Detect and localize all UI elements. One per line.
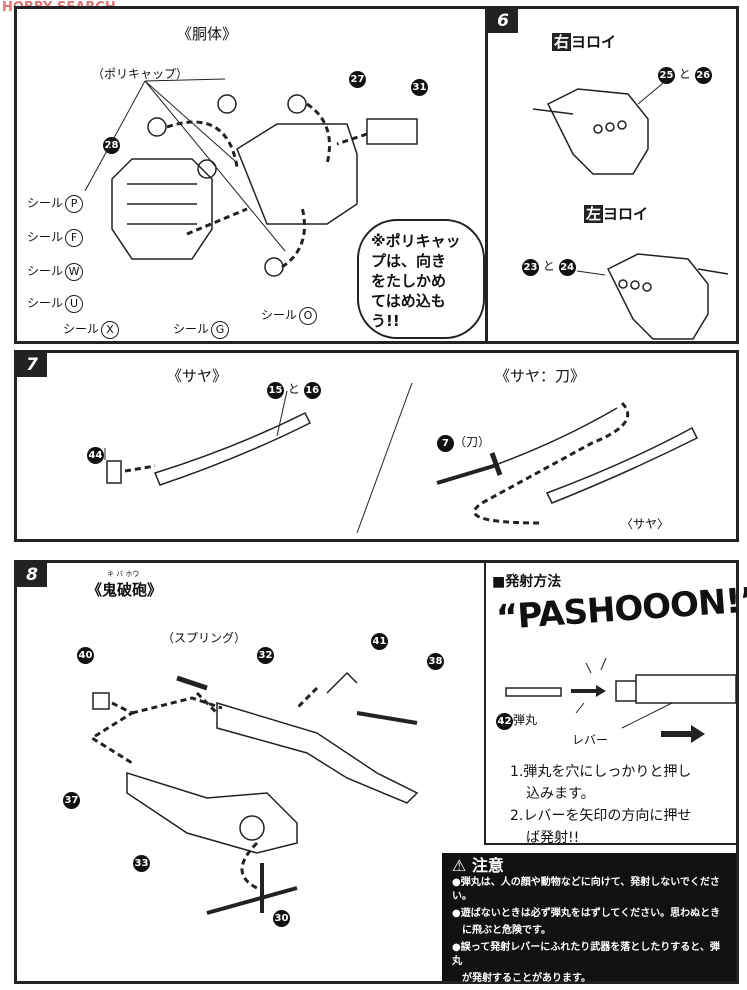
left-armor-parts: 23 と 24 (522, 257, 576, 276)
firing-heading: ■発射方法 (492, 574, 562, 590)
part-31: 31 (411, 75, 428, 96)
note-line: う!! (371, 312, 400, 330)
step-number: 8 (17, 563, 47, 587)
part-number: 27 (349, 71, 366, 88)
scabbard-sword-title: 《サヤ：刀》 (495, 367, 586, 385)
polycap-note-bubble: ※ポリキャッ プは、向き をたしかめ てはめ込も う!! (357, 219, 485, 339)
note-line: プは、向き (371, 252, 447, 270)
scabbard-right (545, 426, 699, 504)
part-32: 32 (257, 643, 274, 664)
caution-title: 注意 (471, 856, 504, 875)
torso-frame-part (236, 123, 358, 225)
left-armor-shape (606, 253, 729, 340)
part-27: 27 (349, 67, 366, 88)
chest-armor-part (111, 158, 213, 260)
step8-panel: 8 キ バ ホウ 《鬼破砲》 （スプリング） 40 32 41 38 37 33… (14, 560, 747, 984)
caution-item: ●弾丸は、人の顔や動物などに向けて、発射しないでください。 (452, 877, 720, 902)
step-number: 6 (488, 9, 518, 33)
step7-panel: 7 《サヤ》 15 と 16 44 《サヤ：刀》 7（刀） 〈サヤ〉 (14, 350, 739, 542)
torso-diagram (84, 78, 418, 277)
ruby-text: キ バ ホウ (107, 570, 140, 578)
part-41-shape (326, 671, 358, 694)
kibahou-diagram (89, 671, 419, 915)
sword-part: 7（刀） (437, 433, 490, 452)
insert-path (473, 401, 630, 525)
lever-label: レバー (572, 733, 609, 747)
firing-step: ば発射!! (526, 830, 580, 846)
part-38-shape (356, 711, 418, 725)
scabbard-label: 〈サヤ〉 (621, 517, 670, 531)
right-armor-title: 右ヨロイ (552, 33, 617, 51)
spring-shape (176, 675, 208, 691)
part-30: 30 (273, 906, 290, 927)
left-armor-title: 左ヨロイ (584, 205, 649, 223)
note-line: てはめ込も (371, 292, 446, 310)
sword-hilt (436, 463, 498, 485)
scabbard-15-16 (153, 411, 312, 486)
part-33: 33 (133, 851, 150, 872)
part-31-shape (366, 118, 418, 145)
right-armor-shape (532, 88, 649, 175)
note-line: をたしかめ (371, 272, 447, 290)
divider-line (356, 382, 413, 534)
armor-diagram (532, 78, 729, 340)
part-33-shape (126, 771, 298, 854)
scabbard-diagram (104, 382, 699, 534)
kibahou-title: 《鬼破砲》 (87, 581, 163, 599)
part-30-shape (206, 863, 298, 915)
polycap-label: （ポリキャップ） (92, 67, 189, 81)
bullet-shape (505, 687, 562, 697)
step6-panel: 6 右ヨロイ 25 と 26 左ヨロイ 23 と 24 (485, 6, 739, 344)
scabbard-cap-44 (106, 460, 122, 484)
firing-step: 込みます。 (526, 786, 595, 802)
scabbard-parts: 15 と 16 (267, 380, 321, 399)
caution-item: ●遊ばないときは必ず弾丸をはずしてください。思わぬとき (452, 908, 721, 919)
part-38: 38 (427, 649, 444, 670)
firing-step: 1.弾丸を穴にしっかりと押し (510, 764, 692, 780)
caution-item: に飛ぶと危険です。 (452, 925, 551, 936)
cannon-shape (615, 674, 737, 704)
sword-blade (486, 407, 618, 469)
firing-diagram (505, 657, 737, 743)
part-40: 40 (77, 643, 94, 664)
caution-box: ⚠ 注意 ●弾丸は、人の顔や動物などに向けて、発射しないでください。 ●遊ばない… (442, 853, 736, 984)
spring-label: （スプリング） (162, 631, 247, 645)
part-37: 37 (63, 788, 80, 809)
part-40-shape (92, 692, 110, 710)
caution-heading: ⚠ 注意 (452, 856, 726, 875)
caution-item: が発射することがあります。 (452, 973, 591, 984)
note-line: ※ポリキャッ (371, 232, 461, 250)
warning-icon: ⚠ (452, 856, 467, 875)
part-number: 31 (411, 79, 428, 96)
scabbard-title: 《サヤ》 (167, 367, 228, 385)
insert-arrow (124, 464, 156, 473)
part-41: 41 (371, 629, 388, 650)
caution-item: ●誤って発射レバーにふれたり武器を落としたりすると、弾丸 (452, 942, 720, 967)
part-32-shape (216, 701, 419, 804)
firing-step: 2.レバーを矢印の方向に押せ (510, 808, 692, 824)
step-number: 7 (17, 353, 47, 377)
part-44: 44 (87, 443, 104, 464)
right-armor-parts: 25 と 26 (658, 65, 712, 84)
step5-title: 《胴体》 (177, 25, 238, 43)
